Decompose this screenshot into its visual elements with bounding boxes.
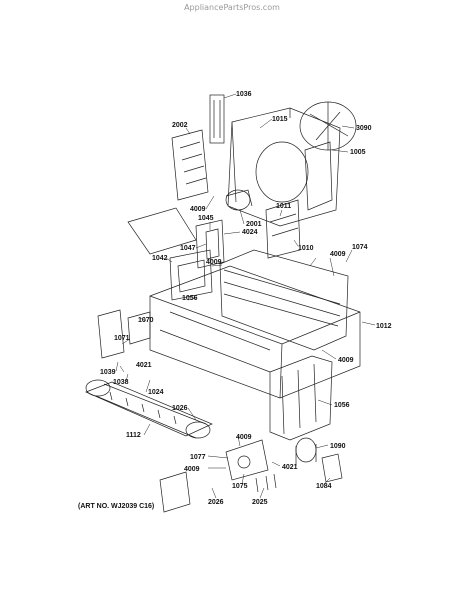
part-1012-drawing bbox=[149, 265, 361, 399]
label-3090: 3090 bbox=[356, 125, 372, 132]
part-1010-drawing bbox=[219, 249, 349, 351]
label-1012: 1012 bbox=[376, 323, 392, 330]
label-1039: 1039 bbox=[100, 369, 116, 376]
label-1047: 1047 bbox=[180, 245, 196, 252]
label-4021-b: 4021 bbox=[282, 464, 298, 471]
part-1112-drawing bbox=[85, 379, 213, 439]
label-1036: 1036 bbox=[236, 91, 252, 98]
part-2002-drawing bbox=[171, 129, 209, 201]
label-1090: 1090 bbox=[330, 443, 346, 450]
label-4021: 4021 bbox=[136, 362, 152, 369]
label-4009-e: 4009 bbox=[236, 434, 252, 441]
label-1056-b: 1056 bbox=[334, 402, 350, 409]
part-2001-drawing bbox=[225, 189, 253, 211]
part-1070-drawing bbox=[127, 311, 151, 345]
label-4024: 4024 bbox=[242, 229, 258, 236]
label-1084: 1084 bbox=[316, 483, 332, 490]
part-2026-drawing bbox=[159, 471, 191, 513]
part-1042-drawing bbox=[169, 249, 213, 301]
part-1084-drawing bbox=[321, 453, 343, 483]
label-2002: 2002 bbox=[172, 122, 188, 129]
label-1070: 1070 bbox=[138, 317, 154, 324]
label-1042: 1042 bbox=[152, 255, 168, 262]
label-1038: 1038 bbox=[113, 379, 129, 386]
label-2026: 2026 bbox=[208, 499, 224, 506]
label-4009-d: 4009 bbox=[338, 357, 354, 364]
label-1010: 1010 bbox=[298, 245, 314, 252]
part-1071-drawing bbox=[97, 309, 125, 359]
label-1074: 1074 bbox=[352, 244, 368, 251]
label-1071: 1071 bbox=[114, 335, 130, 342]
part-1056-drawing bbox=[269, 355, 333, 441]
label-1112: 1112 bbox=[126, 432, 141, 439]
label-2001: 2001 bbox=[246, 221, 262, 228]
part-3090-drawing bbox=[299, 101, 357, 151]
label-1011: 1011 bbox=[276, 203, 291, 210]
label-1077: 1077 bbox=[190, 454, 206, 461]
part-1011-drawing bbox=[265, 199, 301, 259]
label-1005: 1005 bbox=[350, 149, 366, 156]
label-1024: 1024 bbox=[148, 389, 164, 396]
label-1026: 1026 bbox=[172, 405, 188, 412]
label-4009-c: 4009 bbox=[206, 259, 222, 266]
label-4009-f: 4009 bbox=[184, 466, 200, 473]
part-1036-drawing bbox=[209, 94, 225, 144]
label-2025: 2025 bbox=[252, 499, 268, 506]
label-1045: 1045 bbox=[198, 215, 214, 222]
label-4009-b: 4009 bbox=[330, 251, 346, 258]
art-number: (ART NO. WJ2039 C16) bbox=[78, 503, 155, 510]
label-1075: 1075 bbox=[232, 483, 248, 490]
part-1090-drawing bbox=[295, 437, 317, 466]
part-1005-drawing bbox=[304, 141, 333, 211]
label-1015: 1015 bbox=[272, 116, 288, 123]
watermark: AppliancePartsPros.com bbox=[184, 3, 280, 12]
label-4009: 4009 bbox=[190, 206, 206, 213]
label-1056: 1056 bbox=[182, 295, 198, 302]
part-1075-drawing bbox=[225, 439, 269, 481]
